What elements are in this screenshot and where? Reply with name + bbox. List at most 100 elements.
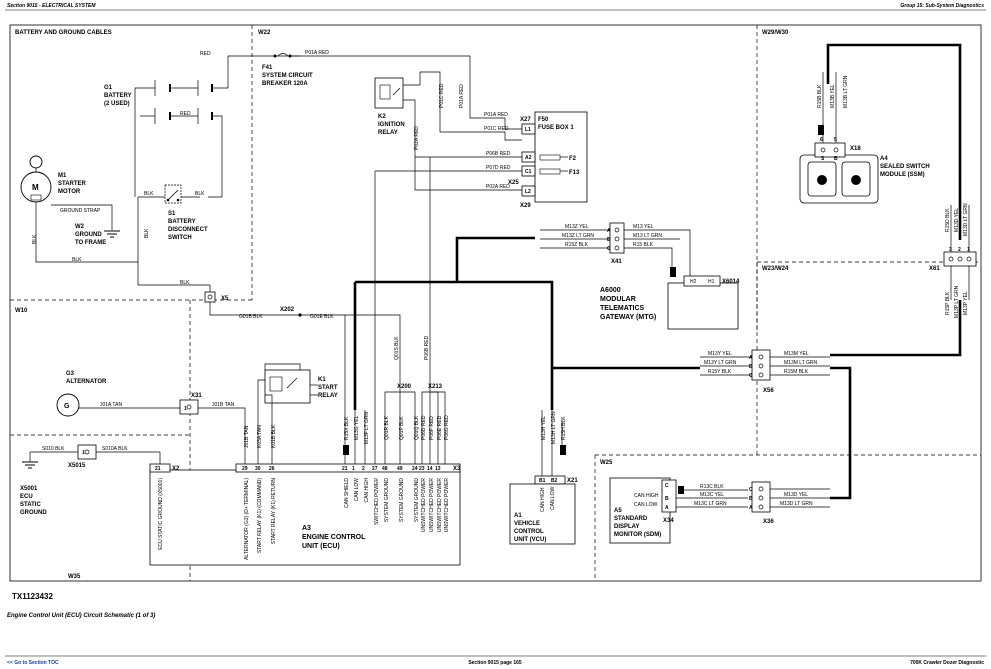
wire-m13p-ltgrn: M13P LT GRN (954, 285, 960, 318)
ecu-pin-label: UNSWITCHED POWER (437, 478, 443, 533)
x25-label: X25 (508, 180, 519, 186)
vehicle-control-unit-a1 (509, 410, 576, 545)
wire-m13h-ltgrn: M13H LT GRN (551, 411, 557, 444)
a6000-label-telematics: TELEMATICS (600, 305, 645, 312)
x3-pin-24: 24 (412, 466, 418, 472)
wire-k03a-tan: K03A TAN (257, 425, 263, 448)
x3-pin-23: 23 (419, 466, 425, 472)
ignition-relay-k2 (374, 71, 485, 191)
x56-pin-b: B (749, 364, 753, 370)
wire-p02a: P02A RED (486, 184, 510, 190)
wire-m13d-yel-x36: M13D YEL (784, 492, 808, 498)
wire-q01s-blk: Q01S BLK (394, 336, 400, 360)
footer-toc-link[interactable]: << Go to Section TOC (7, 660, 59, 666)
wire-m13y-yel: M13Y YEL (708, 351, 732, 357)
wire-r15h-blk: R15H BLK (561, 416, 567, 440)
header-section: Section 9015 - ELECTRICAL SYSTEM (7, 3, 96, 9)
x31-label: X31 (191, 393, 202, 399)
wire-p07d: P07D RED (486, 165, 511, 171)
k1-label-relay: RELAY (318, 393, 338, 399)
wire-p06g-red: P06G RED (444, 415, 450, 440)
wire-blk-s1-right: BLK (195, 191, 205, 197)
s1-label-id: S1 (168, 211, 176, 217)
telematics-gateway-a6000 (667, 275, 739, 330)
wire-r15y-blk: R15Y BLK (708, 369, 732, 375)
a4-label-id: A4 (880, 156, 888, 162)
a4-label-sealed: SEALED SWITCH (880, 164, 930, 170)
vcu-pin-can-low: CAN LOW (550, 486, 556, 510)
ecu-pin-label: START RELAY (K1) (COMMAND) (257, 478, 263, 553)
x5015-pin: 1 (82, 450, 85, 456)
ecu-harness-wires (343, 157, 446, 464)
wire-p01a-f50: P01A RED (484, 112, 508, 118)
can-bus-sdm (830, 366, 852, 500)
a4-pin-s: S (821, 156, 825, 162)
ecu-pin-label: CAN LOW (354, 478, 360, 502)
x213-label: X213 (428, 384, 443, 390)
m1-label-id: M1 (58, 173, 67, 179)
f41-label-system: SYSTEM CIRCUIT (262, 73, 313, 79)
ecu-pin-label: SWITCHED POWER (374, 478, 380, 525)
wire-blk-m1: BLK (32, 234, 38, 244)
a3-label-id: A3 (302, 525, 311, 532)
ecu-pin-label: SYSTEM GROUND (399, 478, 405, 523)
x41-pin-b: B (607, 237, 611, 243)
wire-m13m-yel: M13M YEL (784, 351, 809, 357)
ecu-pin-label: CAN HIGH (364, 478, 370, 503)
wire-p02a-v: P02A RED (414, 126, 420, 150)
x2-pin-21: 21 (155, 466, 161, 472)
x3-pin-49: 49 (397, 466, 403, 472)
wire-r15d-blk: R15D BLK (945, 208, 951, 232)
figure-id: TX1123432 (12, 592, 53, 601)
x18-label: X18 (850, 146, 861, 152)
wire-k01b-blk: K01B BLK (271, 424, 277, 448)
x36-pin-b: B (749, 496, 753, 502)
sdm-pin-can-high: CAN HIGH (634, 493, 659, 499)
zone-label-w35: W35 (68, 574, 81, 580)
g3-label-id: G3 (66, 371, 75, 377)
x3-pin-21: 21 (342, 466, 348, 472)
x3-pin-2: 2 (362, 466, 365, 472)
x21-pin-b1: B1 (539, 478, 546, 484)
wire-r15-blk: R15 BLK (633, 242, 654, 248)
display-monitor-a5 (609, 477, 748, 544)
m1-label-starter: STARTER (58, 181, 87, 187)
ecu-pin-label: UNSWITCHED POWER (429, 478, 435, 533)
connector-x56 (700, 349, 830, 381)
connector-x31 (179, 399, 246, 464)
wire-j01b-tan: J01B TAN (212, 402, 235, 408)
m1-label-motor: MOTOR (58, 189, 81, 195)
can-bus-x61-down (830, 300, 962, 357)
x18-pin-5: 5 (834, 137, 837, 143)
g1-label-id: G1 (104, 85, 113, 91)
engine-control-unit-a3 (149, 463, 461, 566)
f50-pin-a2: A2 (525, 155, 532, 161)
wire-r15b: R15B BLK (817, 84, 823, 108)
wire-m13d-yel: M13D YEL (954, 208, 960, 232)
zone-label-w25: W25 (600, 460, 613, 466)
wire-m13-ltgrn: M13 LT GRN (633, 233, 662, 239)
x3-pin-48: 48 (382, 466, 388, 472)
wire-m13p-yel: M13P YEL (963, 291, 969, 315)
k2-label-relay: RELAY (378, 130, 398, 136)
wire-m13-yel: M13 YEL (633, 224, 654, 230)
wire-m13g-yel: M13G YEL (354, 415, 360, 440)
f41-label-id: F41 (262, 65, 273, 71)
x61-label: X61 (929, 266, 940, 272)
ecu-pin-label: CAN SHIELD (344, 478, 350, 508)
x6014-label: X6014 (722, 279, 740, 285)
f50-pin-l1: L1 (525, 127, 531, 133)
g3-label-name: ALTERNATOR (66, 379, 107, 385)
wire-m13d-ltgrn-x36: M13D LT GRN (780, 501, 813, 507)
fuse-box-f50 (375, 111, 588, 203)
ecu-pin-label-column: ECU STATIC GROUND (X5001)ALTERNATOR (G3)… (158, 478, 450, 560)
x5001-label-id: X5001 (20, 486, 38, 492)
k2-label-id: K2 (378, 114, 386, 120)
f50-label-id: F50 (538, 117, 549, 123)
connector-x61 (943, 205, 977, 300)
wire-m13y-ltgrn: M13Y LT GRN (704, 360, 737, 366)
ecu-pin-label: START RELAY (K1) RETURN (271, 478, 277, 545)
f41-label-breaker: BREAKER 120A (262, 81, 308, 87)
wire-red-between: RED (180, 111, 191, 117)
